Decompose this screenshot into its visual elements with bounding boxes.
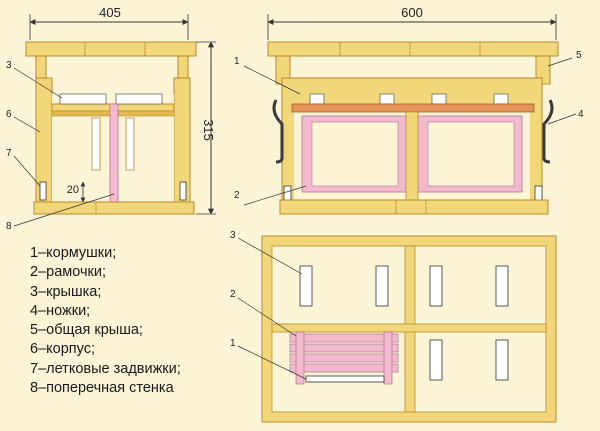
feeder-1 [309,93,325,105]
entrance-slide-left [39,181,47,201]
side-view-left: 405 20 315 [6,5,216,232]
bottom-board-front [279,199,549,215]
cross-wall [109,103,119,205]
plan-frames [289,331,399,385]
callout-right-5: 5 [576,50,582,61]
legend-item: 6–корпус; [30,341,95,358]
frame-side-left [91,117,101,171]
callout-left-8: 8 [6,221,12,232]
dimension-label-height: 315 [201,119,216,141]
feeder-3 [431,93,447,105]
dimension-label-gap: 20 [67,184,79,196]
legend-item: 8–поперечная стенка [30,380,174,397]
opening-tr-1 [429,265,443,307]
feeder-4 [493,93,509,105]
frame-side-right [125,117,135,171]
callout-right-2: 2 [234,190,240,201]
legend-item: 4–ножки; [30,302,91,319]
front-view-right: 600 1 [234,5,584,215]
feeder-2 [379,93,395,105]
legend: 1–кормушки; 2–рамочки; 3–крышка; 4–ножки; 5–… [30,244,250,398]
plan-view: 3 2 1 [230,230,557,423]
plan-feeder [305,375,385,383]
callout-right-4: 4 [578,109,584,120]
shared-roof [267,41,559,57]
opening-tl-2 [375,265,389,307]
entrance-slide-right [179,181,187,201]
dimension-label-left-width: 405 [99,5,121,20]
callout-left-7: 7 [6,148,12,159]
opening-br-1 [429,339,443,381]
callout-plan-3: 3 [230,230,236,241]
callout-plan-2: 2 [230,289,236,300]
legend-item: 1–кормушки; [30,245,117,261]
dimension-label-right-width: 600 [401,5,423,20]
bottom-board [33,201,195,215]
callout-right-1: 1 [234,56,240,67]
callout-left-6: 6 [6,109,12,120]
legend-item: 3–крышка; [30,283,102,300]
legend-item: 7–летковые задвижки; [30,360,181,377]
legend-item: 5–общая крыша; [30,322,143,339]
feeder-left-b [115,93,163,105]
opening-tl-1 [299,265,313,307]
callout-plan-1: 1 [230,338,236,349]
opening-tr-2 [495,265,509,307]
opening-br-2 [495,339,509,381]
leg-right [542,99,554,164]
legend-item: 2–рамочки; [30,264,106,281]
leg-left [272,99,284,164]
roof [25,41,197,57]
feeder-left-a [59,93,107,105]
lid-front [291,103,535,113]
callout-left-3: 3 [6,60,12,71]
